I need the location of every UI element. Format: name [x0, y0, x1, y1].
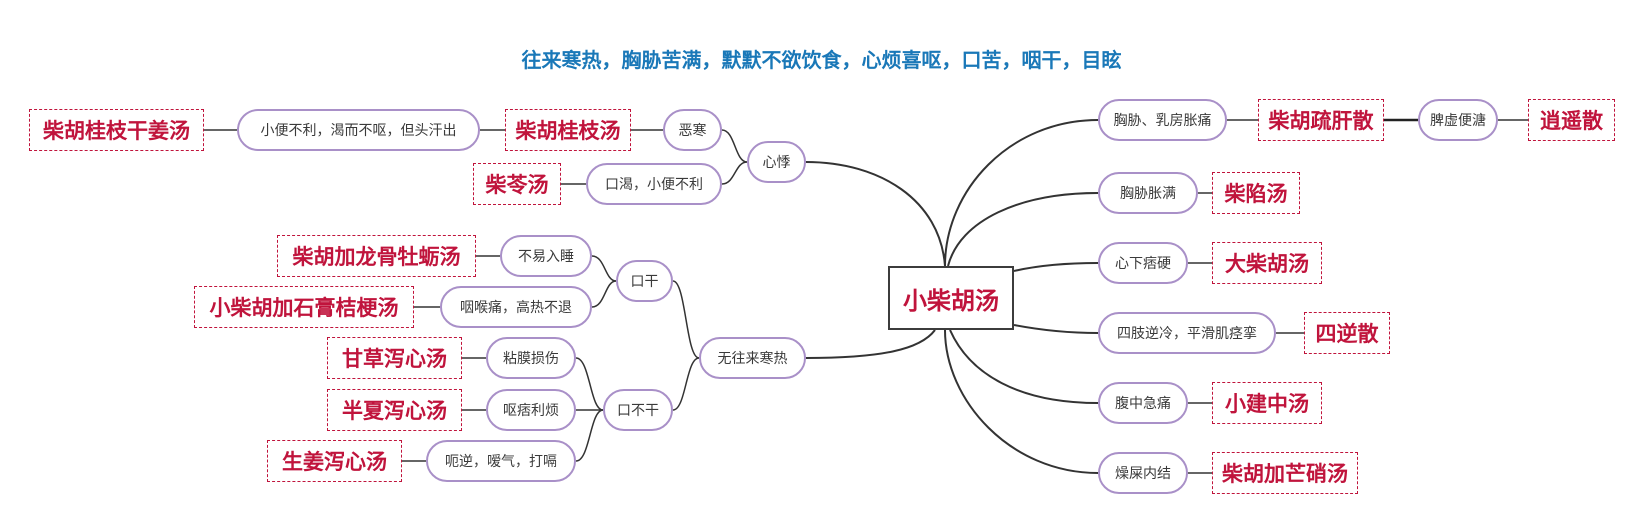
- formula-shengjiang-xiexin-tang: 生姜泻心汤: [267, 440, 402, 482]
- edge-root-right-4: [1013, 324, 1099, 334]
- node-right-xinxia-piying: 心下痞硬: [1098, 242, 1188, 284]
- node-wuwanglai-hanre: 无往来寒热: [699, 337, 806, 379]
- edge-root-wuwanglai: [805, 329, 936, 359]
- edge-root-xinji: [805, 161, 946, 267]
- edge-root-right-5: [949, 329, 1099, 404]
- node-right-pixu-biantang: 脾虚便溏: [1418, 99, 1498, 141]
- formula-chaihu-shugan-san: 柴胡疏肝散: [1258, 99, 1384, 141]
- formula-chaihu-guizhi-ganjiang-tang: 柴胡桂枝干姜汤: [29, 109, 204, 151]
- formula-xiaochaihu-shigao-jiegeng-tang: 小柴胡加石膏桔梗汤: [194, 286, 414, 328]
- node-xiaobian-buli-ke: 小便不利，渴而不呕，但头汗出: [237, 109, 480, 151]
- node-kouke: 口渴，小便不利: [586, 163, 722, 205]
- node-yanhou-tong: 咽喉痛，高热不退: [440, 286, 592, 328]
- edge-root-right-2: [947, 192, 1099, 267]
- node-right-sizhi-nileng: 四肢逆冷，平滑肌痉挛: [1098, 312, 1276, 354]
- formula-chaihu-guizhi-tang: 柴胡桂枝汤: [505, 109, 631, 151]
- formula-chaihu-longgu-muli-tang: 柴胡加龙骨牡蛎汤: [277, 235, 476, 277]
- edge-root-right-1: [944, 119, 1099, 267]
- formula-da-chaihu-tang: 大柴胡汤: [1212, 242, 1322, 284]
- formula-chaihu-mangxiao-tang: 柴胡加芒硝汤: [1212, 452, 1358, 494]
- node-kougan: 口干: [616, 260, 673, 302]
- node-wuhan: 恶寒: [663, 109, 722, 151]
- node-buyi-rushui: 不易入睡: [500, 235, 592, 277]
- node-eni-aiqi-dage: 呃逆，嗳气，打嗝: [426, 440, 576, 482]
- node-nianmo-sunshang: 粘膜损伤: [486, 337, 576, 379]
- root-node: 小柴胡汤: [888, 266, 1014, 330]
- node-kou-bugan: 口不干: [603, 389, 673, 431]
- node-xinji: 心悸: [747, 141, 806, 183]
- formula-gancao-xiexin-tang: 甘草泻心汤: [327, 337, 462, 379]
- node-right-xiongxie-rufang: 胸胁、乳房胀痛: [1098, 99, 1227, 141]
- formula-chaixian-tang: 柴陷汤: [1212, 172, 1300, 214]
- formula-chailing-tang: 柴苓汤: [473, 163, 561, 205]
- node-oupi-lifan: 呕痞利烦: [486, 389, 576, 431]
- edge-root-right-6: [944, 329, 1099, 474]
- edge-root-right-3: [1013, 262, 1099, 272]
- formula-xiao-jianzhong-tang: 小建中汤: [1212, 382, 1322, 424]
- formula-sini-san: 四逆散: [1304, 312, 1390, 354]
- formula-xiaoyao-san: 逍遥散: [1528, 99, 1615, 141]
- diagram-title: 往来寒热，胸胁苦满，默默不欲饮食，心烦喜呕，口苦，咽干，目眩: [521, 48, 1122, 72]
- node-right-fuzhong-jitong: 腹中急痛: [1098, 382, 1188, 424]
- formula-banxia-xiexin-tang: 半夏泻心汤: [327, 389, 462, 431]
- node-right-xiongxie-zhangman: 胸胁胀满: [1098, 172, 1198, 214]
- node-right-zaoshi-neijie: 燥屎内结: [1098, 452, 1188, 494]
